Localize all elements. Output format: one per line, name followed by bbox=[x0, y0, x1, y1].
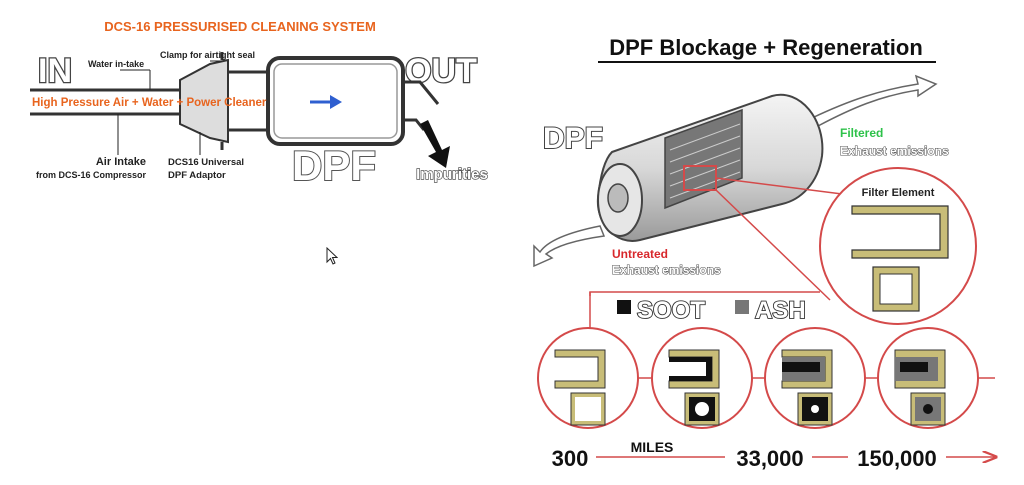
adaptor-sub: DPF Adaptor bbox=[168, 170, 226, 181]
air-intake-label: Air Intake bbox=[96, 156, 146, 168]
miles-label: MILES bbox=[631, 439, 674, 455]
cursor-icon bbox=[326, 247, 338, 265]
dpf-cylinder bbox=[596, 93, 824, 242]
dpf-label-right: DPF bbox=[543, 122, 603, 155]
miles-timeline: 300 MILES 33,000 150,000 bbox=[552, 439, 996, 471]
ash-label: ASH bbox=[755, 297, 806, 324]
air-intake-sub: from DCS-16 Compressor bbox=[36, 170, 147, 180]
flow-label: High Pressure Air + Water + Power Cleane… bbox=[32, 97, 267, 109]
legend: SOOT ASH bbox=[589, 291, 820, 350]
water-intake-label: Water in-take bbox=[88, 59, 144, 69]
outlet-pipe bbox=[403, 80, 440, 131]
untreated-word: Untreated bbox=[612, 247, 668, 261]
filter-element-zoom: Filter Element bbox=[715, 167, 977, 325]
adaptor-clamp bbox=[179, 52, 229, 150]
stage-3 bbox=[764, 327, 866, 429]
stage-miles-2: 33,000 bbox=[736, 446, 803, 471]
impurities-label: Impurities bbox=[416, 166, 488, 183]
blockage-diagram: DPF Blockage + Regeneration DPF Filtered… bbox=[533, 35, 996, 471]
clamp-label: Clamp for airtight seal bbox=[160, 50, 255, 60]
filtered-sub: Exhaust emissions bbox=[840, 144, 949, 158]
filter-element-label: Filter Element bbox=[862, 187, 935, 199]
filtered-word: Filtered bbox=[840, 126, 883, 140]
inlet-arrow bbox=[533, 225, 606, 268]
stage-miles-3: 150,000 bbox=[857, 446, 937, 471]
dpf-label-left: DPF bbox=[292, 142, 376, 189]
cleaning-system-diagram: DCS-16 PRESSURISED CLEANING SYSTEM IN OU… bbox=[30, 19, 489, 190]
soot-label: SOOT bbox=[637, 297, 705, 324]
outlet-arrow bbox=[810, 74, 938, 127]
stage-miles-1: 300 bbox=[552, 446, 589, 471]
adaptor-label: DCS16 Universal bbox=[168, 157, 244, 168]
flow-arrow bbox=[310, 95, 342, 109]
in-label: IN bbox=[38, 52, 72, 90]
cleaning-title: DCS-16 PRESSURISED CLEANING SYSTEM bbox=[104, 19, 376, 34]
impurities-arrow bbox=[420, 120, 450, 168]
blockage-title: DPF Blockage + Regeneration bbox=[609, 35, 923, 60]
stage-1 bbox=[537, 327, 639, 429]
soot-swatch bbox=[617, 300, 631, 314]
ash-swatch bbox=[735, 300, 749, 314]
out-label: OUT bbox=[405, 52, 477, 90]
untreated-sub: Exhaust emissions bbox=[612, 263, 721, 277]
stage-4 bbox=[877, 327, 979, 429]
stage-2 bbox=[651, 327, 753, 429]
